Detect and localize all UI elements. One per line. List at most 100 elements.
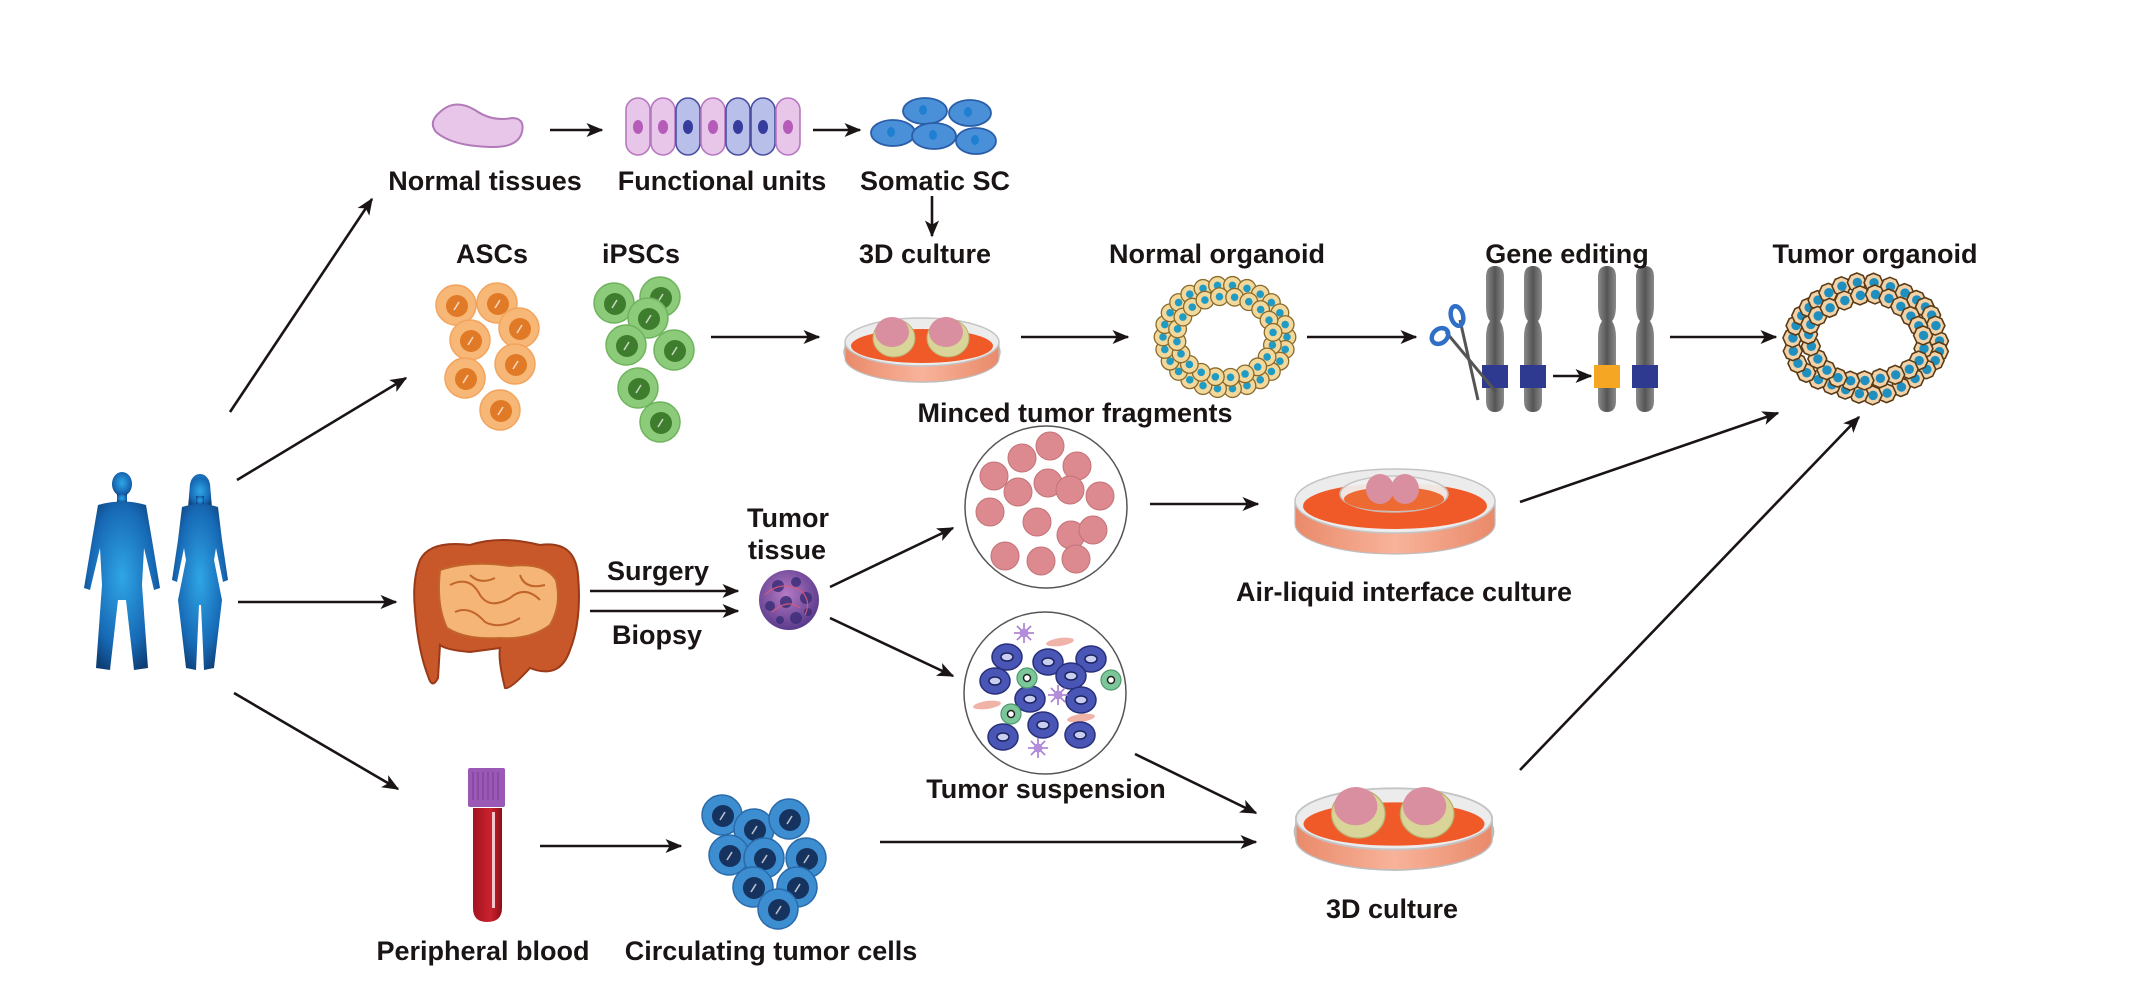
immune-cell	[1000, 703, 1022, 725]
cell	[639, 401, 681, 443]
female-figure-icon	[172, 474, 228, 670]
edited-gene-band	[1594, 365, 1620, 388]
tumor-cell	[991, 643, 1023, 671]
human-figures-icon	[84, 472, 228, 670]
tumor-fragment	[1003, 477, 1033, 507]
label-air-liquid-interface-culture: Air-liquid interface culture	[1236, 577, 1572, 607]
label-biopsy: Biopsy	[612, 620, 702, 650]
arrow-tumor-to-suspension	[829, 616, 955, 678]
tumor-cell	[979, 667, 1011, 695]
tumor-fragment	[1026, 546, 1056, 576]
colon-icon	[413, 539, 580, 690]
cell	[449, 319, 491, 361]
tumor-ball-icon	[759, 570, 819, 630]
label-tumor-tissue-2: tissue	[748, 535, 826, 565]
arrow-body-to-normal-tissues	[228, 197, 374, 413]
label-gene-editing: Gene editing	[1485, 239, 1649, 269]
immune-cell	[1100, 669, 1122, 691]
tumor-fragment	[1055, 475, 1085, 505]
cell	[708, 834, 750, 876]
label-tumor-organoid: Tumor organoid	[1773, 239, 1978, 269]
gene-editing-icon	[1429, 266, 1658, 412]
label-normal-organoid: Normal organoid	[1109, 239, 1325, 269]
arrow-ali-to-tumor-organoid	[1519, 411, 1780, 504]
scissors-icon	[1429, 303, 1498, 401]
dendritic-cell	[1048, 685, 1068, 705]
cell	[768, 798, 810, 840]
arrow-body-to-ascs	[236, 376, 408, 482]
cell	[627, 297, 669, 339]
cell	[435, 284, 477, 326]
label-functional-units: Functional units	[618, 166, 827, 196]
tumor-cell	[1027, 711, 1059, 739]
label-somatic-sc: Somatic SC	[860, 166, 1010, 196]
tumor-cell	[1055, 662, 1087, 690]
epithelial-cells-icon	[625, 97, 801, 156]
tumor-fragment	[1035, 431, 1065, 461]
tumor-fragment	[1061, 544, 1091, 574]
dendritic-cell	[1028, 738, 1048, 758]
tumor-fragment	[990, 541, 1020, 571]
chromosome-icon	[1524, 266, 1542, 412]
petri-dish-bottom-icon	[1293, 786, 1495, 871]
arrow-suspension-to-3d	[1134, 752, 1258, 815]
cell	[617, 367, 659, 409]
blue-cells-icon	[701, 794, 827, 930]
tumor-cell	[1075, 645, 1107, 673]
petri-dish-top-icon	[843, 316, 1001, 383]
organoid-cell	[1263, 322, 1283, 342]
label-ipscs: iPSCs	[602, 239, 680, 269]
tumor-fragment	[1085, 481, 1115, 511]
cell	[444, 357, 486, 399]
tumor-fragment	[1022, 507, 1052, 537]
fibroblast	[973, 700, 1001, 710]
label-surgery: Surgery	[607, 556, 709, 586]
cell	[605, 324, 647, 366]
arrows	[228, 122, 1860, 854]
tumor-cell	[1064, 721, 1096, 749]
arrow-tumor-to-fragments	[829, 526, 955, 589]
arrow-body-to-blood	[233, 691, 400, 791]
immune-cell	[1016, 667, 1038, 689]
tumor-fragment	[975, 497, 1005, 527]
label-peripheral-blood: Peripheral blood	[376, 936, 589, 966]
cell	[593, 282, 635, 324]
cell	[479, 389, 521, 431]
cell	[653, 329, 695, 371]
tumor-cell	[1065, 686, 1097, 714]
labels: Normal tissues Functional units Somatic …	[376, 166, 1977, 966]
label-ascs: ASCs	[456, 239, 528, 269]
cell	[757, 888, 799, 930]
normal-organoid-icon	[1153, 275, 1297, 399]
dendritic-cell	[1014, 623, 1034, 643]
tumor-suspension-icon	[963, 611, 1127, 775]
tumor-cell	[1032, 648, 1064, 676]
label-normal-tissues: Normal tissues	[388, 166, 582, 196]
tissue-blob-icon	[431, 103, 524, 149]
male-figure-icon	[84, 472, 160, 670]
blood-tube-icon	[468, 768, 505, 922]
green-cells-icon	[593, 276, 695, 443]
label-3d-culture-top: 3D culture	[859, 239, 991, 269]
cell	[498, 307, 540, 349]
fibroblast	[1067, 713, 1095, 723]
cell	[494, 343, 536, 385]
tumor-cell	[987, 723, 1019, 751]
label-tumor-suspension: Tumor suspension	[926, 774, 1166, 804]
organoid-cell	[1912, 325, 1934, 346]
label-minced-tumor-fragments: Minced tumor fragments	[917, 398, 1232, 428]
tumor-fragment	[1007, 443, 1037, 473]
orange-cells-icon	[435, 282, 540, 431]
fibroblast	[1046, 637, 1074, 647]
minced-fragments-icon	[964, 425, 1128, 589]
tumor-fragment	[1078, 515, 1108, 545]
air-liquid-interface-dish-icon	[1294, 468, 1496, 555]
label-tumor-tissue-1: Tumor	[747, 503, 829, 533]
tumor-organoid-icon	[1782, 272, 1950, 406]
tumor-fragment	[979, 461, 1009, 491]
chromosome-icon	[1636, 266, 1654, 412]
stem-cells-icon	[870, 97, 997, 155]
arrow-3d-to-tumor-organoid	[1519, 415, 1860, 771]
label-circulating-tumor-cells: Circulating tumor cells	[625, 936, 918, 966]
